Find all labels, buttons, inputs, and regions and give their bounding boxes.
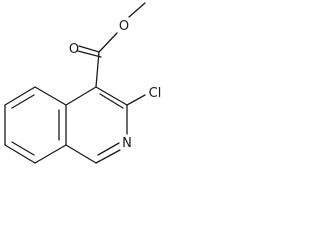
pyridine-ring [65,86,146,164]
bond-c1-c8a [65,144,97,164]
bond-c4-c3-inner [99,93,124,109]
bond-n-c1 [95,149,121,164]
bond-c3-cl [126,94,146,106]
bond-c7-c8-inner [11,141,35,156]
bond-c5-c6 [4,86,36,106]
benzene-ring [4,86,67,164]
bond-c-o-double-1 [78,45,100,53]
atom-label-n: N [122,136,132,151]
chemical-structure: O O Cl N [4,2,162,164]
bond-carbonyl-ring [95,51,100,88]
atom-label-cl: Cl [149,86,162,101]
bond-o-carbonyl-c [98,32,118,53]
bond-c4-c3 [95,86,128,106]
ester-group [77,2,146,88]
bond-n-c1-inner [97,142,120,156]
atom-label-o-carbonyl: O [69,42,79,57]
bond-c-o-double-2 [77,50,102,58]
bond-c5-c6-inner [11,94,35,109]
atom-label-o-ester: O [119,19,129,34]
bond-c4a-c5 [34,86,67,106]
bond-c7-c8 [4,144,36,164]
bond-methyl-o [128,2,146,18]
bond-c4a-c4 [65,86,97,106]
bond-c8-c8a [34,144,67,164]
